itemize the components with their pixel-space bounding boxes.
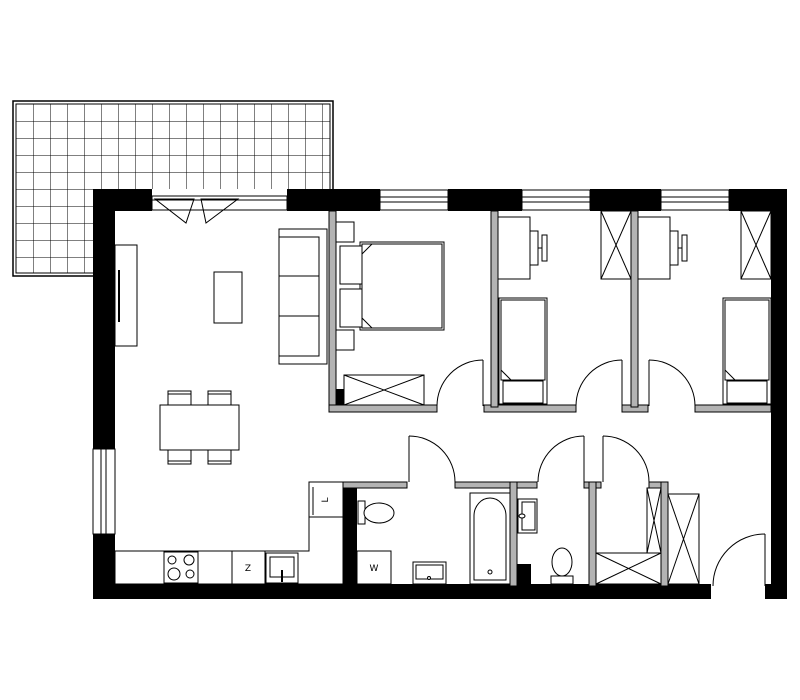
storage xyxy=(595,487,700,585)
toilet xyxy=(363,502,395,524)
wardrobe xyxy=(343,374,425,406)
door-swings xyxy=(408,359,766,587)
wardrobe xyxy=(600,210,632,280)
interior-partitions xyxy=(328,210,772,587)
dining-table xyxy=(159,390,240,465)
desk xyxy=(637,216,671,280)
cooktop-cabinet-label: Z xyxy=(245,564,251,574)
wardrobe xyxy=(740,210,772,280)
bathroom xyxy=(356,492,538,585)
bedroom-3 xyxy=(637,210,772,405)
wc xyxy=(550,547,574,585)
toilet xyxy=(551,547,573,577)
bedroom-2 xyxy=(497,210,632,405)
balcony-door xyxy=(153,198,240,224)
coffee-table xyxy=(213,271,243,324)
exterior-walls xyxy=(93,189,787,599)
fridge-label: L xyxy=(321,497,331,502)
kitchen xyxy=(114,481,344,585)
living-room xyxy=(114,228,328,465)
desk xyxy=(497,216,531,280)
windows xyxy=(92,189,730,535)
washer-label: W xyxy=(370,564,379,574)
sofa xyxy=(278,228,328,365)
master-bedroom xyxy=(335,221,445,406)
tv-cabinet xyxy=(114,244,138,347)
